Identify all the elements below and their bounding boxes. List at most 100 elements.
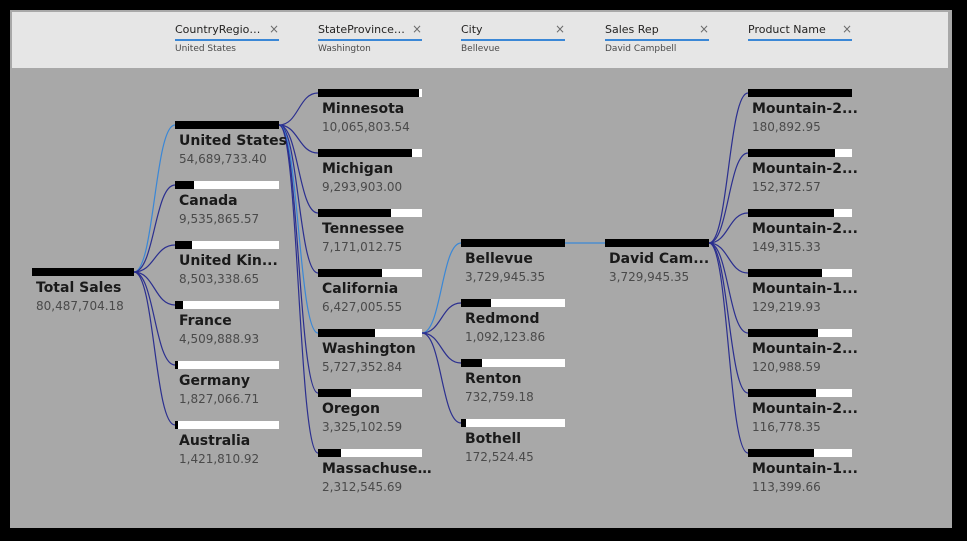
bar-fill xyxy=(175,181,194,189)
node-label: Massachuse... xyxy=(322,461,432,477)
node-value: 8,503,338.65 xyxy=(179,272,260,286)
node-label: Mountain-1... xyxy=(752,281,858,297)
connector-line xyxy=(421,332,462,364)
connector-line xyxy=(133,184,176,273)
node-label: Renton xyxy=(465,371,522,387)
close-icon[interactable]: × xyxy=(698,22,709,36)
bar-fill xyxy=(748,89,852,97)
node-label: Oregon xyxy=(322,401,380,417)
filter-chip-3[interactable]: Sales Rep×David Campbell xyxy=(605,12,709,68)
filter-value: United States xyxy=(175,44,236,54)
node-level4-4[interactable]: Mountain-2...120,988.59 xyxy=(748,329,858,377)
filter-underline xyxy=(461,39,565,41)
bar-track xyxy=(461,419,565,427)
bar-track xyxy=(461,359,565,367)
filter-underline xyxy=(748,39,852,41)
node-value: 54,689,733.40 xyxy=(179,152,267,166)
connector-line xyxy=(278,92,319,126)
filter-chip-1[interactable]: StateProvinceNa...×Washington xyxy=(318,12,422,68)
node-value: 4,509,888.93 xyxy=(179,332,260,346)
node-label: Minnesota xyxy=(322,101,405,117)
node-level4-5[interactable]: Mountain-2...116,778.35 xyxy=(748,389,858,437)
node-level1-1[interactable]: Michigan 9,293,903.00 xyxy=(318,149,422,197)
node-value: 1,092,123.86 xyxy=(465,330,546,344)
connector-line xyxy=(278,124,319,454)
node-value: 10,065,803.54 xyxy=(322,120,410,134)
connector-line xyxy=(708,92,749,244)
bar-fill xyxy=(175,421,178,429)
filter-value: David Campbell xyxy=(605,44,677,54)
filter-value: Washington xyxy=(318,44,371,54)
node-label: California xyxy=(322,281,399,297)
bar-track xyxy=(318,449,422,457)
connector-line xyxy=(278,124,319,274)
connector-line xyxy=(278,124,319,214)
bar-fill xyxy=(748,389,816,397)
node-level1-2[interactable]: Tennessee 7,171,012.75 xyxy=(318,209,422,257)
node-value: 732,759.18 xyxy=(465,390,534,404)
bar-fill xyxy=(318,149,412,157)
node-value: 113,399.66 xyxy=(752,480,821,494)
bar-fill xyxy=(748,449,814,457)
filter-chip-2[interactable]: City×Bellevue xyxy=(461,12,565,68)
close-icon[interactable]: × xyxy=(554,22,565,36)
node-label: Michigan xyxy=(322,161,394,177)
connector-line xyxy=(278,124,319,334)
node-level1-6[interactable]: Massachuse...2,312,545.69 xyxy=(318,449,432,497)
node-level2-2[interactable]: Renton 732,759.18 xyxy=(461,359,565,407)
filter-chip-4[interactable]: Product Name× xyxy=(748,12,852,68)
connector-line xyxy=(133,271,176,426)
bar-track xyxy=(175,361,279,369)
node-level0-2[interactable]: United Kin...8,503,338.65 xyxy=(175,241,279,289)
connector-line xyxy=(133,271,176,366)
filter-underline xyxy=(605,39,709,41)
node-label: Australia xyxy=(179,433,251,449)
filter-chip-0[interactable]: CountryRegionN...×United States xyxy=(175,12,279,68)
node-level4-0[interactable]: Mountain-2...180,892.95 xyxy=(748,89,858,137)
node-label: Mountain-2... xyxy=(752,161,858,177)
node-value: 9,293,903.00 xyxy=(322,180,403,194)
node-level4-2[interactable]: Mountain-2...149,315.33 xyxy=(748,209,858,257)
bar-fill xyxy=(461,239,565,247)
node-level1-5[interactable]: Oregon 3,325,102.59 xyxy=(318,389,422,437)
node-level3-0[interactable]: David Cam...3,729,945.35 xyxy=(605,239,709,287)
connector-line xyxy=(421,302,462,334)
bar-fill xyxy=(461,299,491,307)
node-value: 152,372.57 xyxy=(752,180,821,194)
node-value: 80,487,704.18 xyxy=(36,299,124,313)
bar-fill xyxy=(318,449,341,457)
close-icon[interactable]: × xyxy=(411,22,422,36)
node-level1-0[interactable]: Minnesota 10,065,803.54 xyxy=(318,89,422,137)
node-value: 3,325,102.59 xyxy=(322,420,403,434)
bar-fill xyxy=(175,121,279,129)
node-value: 3,729,945.35 xyxy=(609,270,690,284)
close-icon[interactable]: × xyxy=(268,22,279,36)
close-icon[interactable]: × xyxy=(841,22,852,36)
node-label: Germany xyxy=(179,373,251,389)
bar-track xyxy=(175,301,279,309)
node-label: Canada xyxy=(179,193,238,209)
tree-connectors xyxy=(133,92,749,454)
bar-fill xyxy=(318,209,391,217)
node-value: 180,892.95 xyxy=(752,120,821,134)
node-label: Tennessee xyxy=(322,221,405,237)
bar-fill xyxy=(318,269,382,277)
bar-fill xyxy=(175,361,178,369)
node-value: 7,171,012.75 xyxy=(322,240,403,254)
node-label: Mountain-1... xyxy=(752,461,858,477)
node-level4-3[interactable]: Mountain-1...129,219.93 xyxy=(748,269,858,317)
node-level4-1[interactable]: Mountain-2... 152,372.57 xyxy=(748,149,858,197)
node-level4-6[interactable]: Mountain-1... 113,399.66 xyxy=(748,449,858,497)
bar-fill xyxy=(605,239,709,247)
